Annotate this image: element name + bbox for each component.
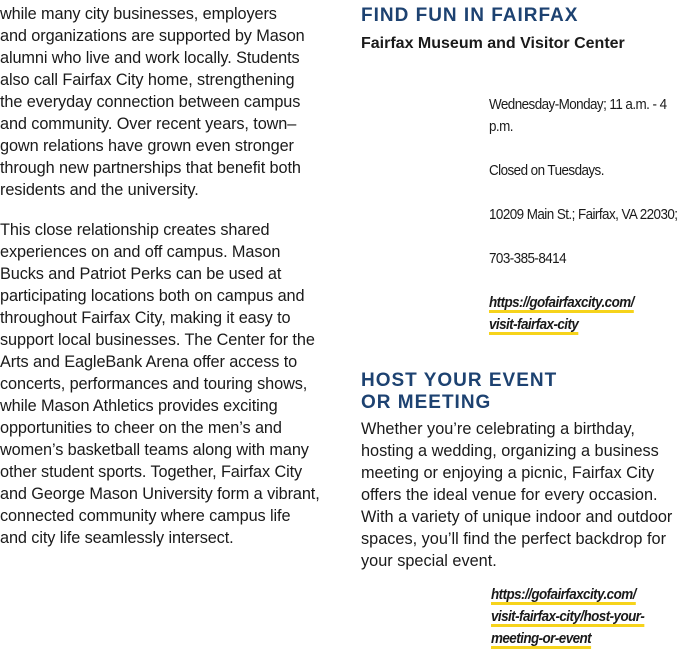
body-paragraph-2: This close relationship creates shared e…: [0, 221, 320, 547]
host-event-body: Whether you’re celebrating a birthday, h…: [361, 420, 673, 570]
left-column: while many city businesses, employers an…: [0, 3, 330, 549]
host-event-link[interactable]: https://gofairfaxcity.com/ visit-fairfax…: [491, 587, 645, 647]
find-fun-heading: FIND FUN IN FAIRFAX: [361, 5, 579, 26]
right-column: FIND FUN IN FAIRFAX Fairfax Museum and V…: [361, 5, 684, 650]
visit-fairfax-link[interactable]: https://gofairfaxcity.com/ visit-fairfax…: [489, 295, 634, 333]
host-event-heading: HOST YOUR EVENT OR MEETING: [361, 370, 558, 413]
hours-text: Wednesday-Monday; 11 a.m. - 4 p.m.: [489, 97, 667, 135]
visitor-center-info: Wednesday-Monday; 11 a.m. - 4 p.m. Close…: [489, 72, 684, 336]
host-event-link-block: https://gofairfaxcity.com/ visit-fairfax…: [491, 584, 684, 650]
body-paragraph-1: while many city businesses, employers an…: [0, 5, 305, 199]
visitor-center-subheading: Fairfax Museum and Visitor Center: [361, 35, 625, 52]
closed-text: Closed on Tuesdays.: [489, 163, 604, 179]
host-event-section: HOST YOUR EVENT OR MEETING Whether you’r…: [361, 370, 684, 650]
phone-text: 703-385-8414: [489, 251, 567, 267]
find-fun-section: FIND FUN IN FAIRFAX Fairfax Museum and V…: [361, 5, 684, 336]
address-text: 10209 Main St.; Fairfax, VA 22030;: [489, 207, 678, 223]
